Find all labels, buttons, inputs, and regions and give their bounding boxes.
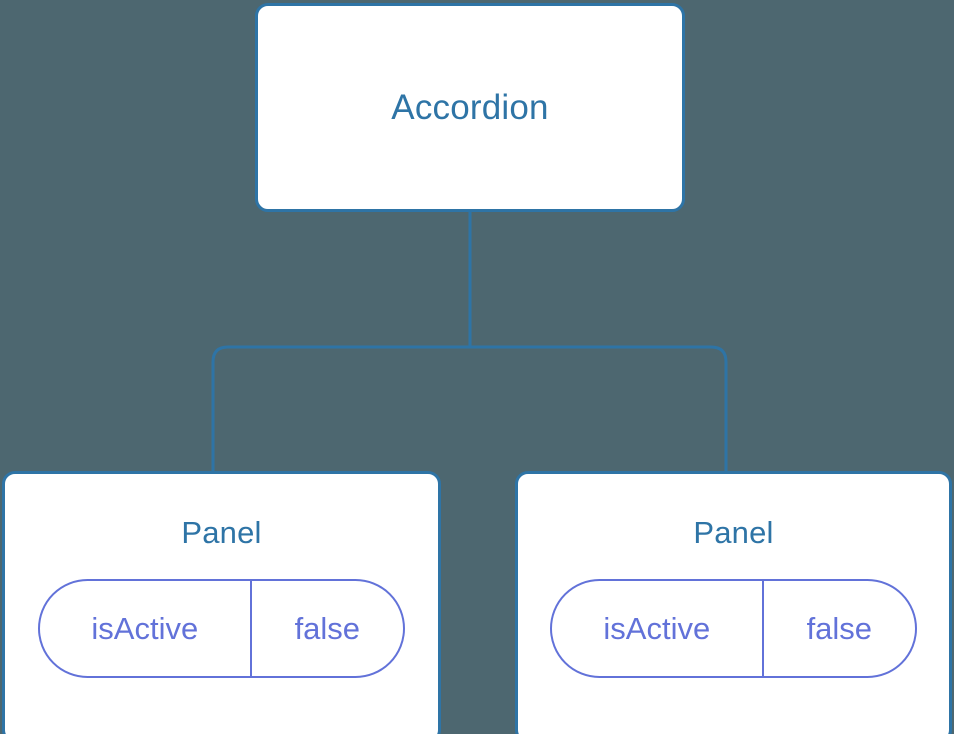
state-pill-value: false [294,611,361,646]
state-pill-key: isActive [40,581,252,676]
node-accordion[interactable]: Accordion [255,3,685,212]
node-title: Accordion [391,88,549,127]
node-panel-0[interactable]: Panel isActive false [2,471,441,734]
connector-branch-bus [211,345,728,474]
state-pill-isactive[interactable]: isActive false [550,579,917,678]
state-pill-isactive[interactable]: isActive false [38,579,405,678]
state-pill-value: false [806,611,873,646]
state-pill-key: isActive [552,581,764,676]
node-title: Panel [181,515,262,550]
node-title: Panel [693,515,774,550]
node-panel-1[interactable]: Panel isActive false [515,471,952,734]
